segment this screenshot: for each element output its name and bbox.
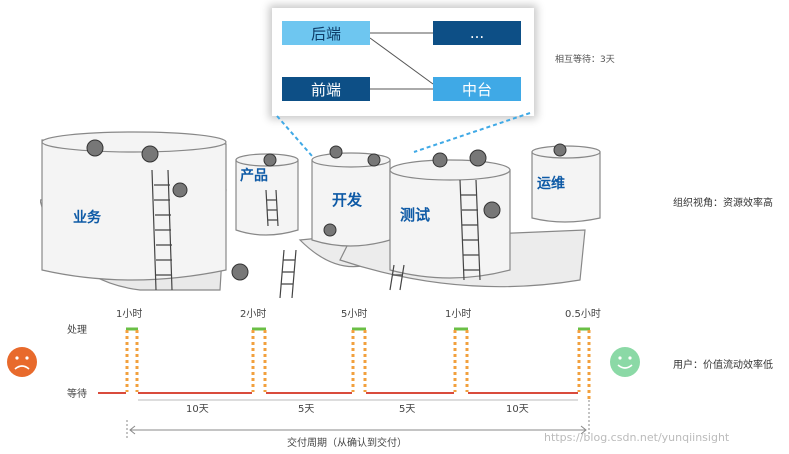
- wait-duration: 5天: [298, 404, 314, 415]
- other-team-node: ...: [433, 21, 521, 45]
- wait-state-label: 等待: [67, 387, 87, 400]
- silo-product-label: 产品: [240, 167, 268, 184]
- value-stream-timeline: 处理 等待 1小时 2小时 5小时 1小时 0.5小时 10天 5天 5天 10…: [7, 308, 730, 449]
- delivery-cycle-label: 交付周期（从确认到交付）: [287, 436, 407, 449]
- middle-platform-node: 中台: [433, 77, 521, 101]
- process-duration: 1小时: [445, 308, 471, 320]
- happy-face-icon: [610, 347, 640, 377]
- process-duration: 2小时: [240, 308, 266, 320]
- sad-face-icon: [7, 347, 37, 377]
- silo-business-label: 业务: [73, 209, 102, 226]
- silo-illustration: 业务 产品 开发 测试 运维: [40, 131, 601, 298]
- process-duration: 1小时: [116, 308, 142, 320]
- process-duration: 5小时: [341, 308, 367, 320]
- org-view-note: 组织视角：资源效率高: [673, 198, 773, 209]
- dependency-lines: [369, 32, 434, 90]
- mutual-wait-note: 相互等待：3天: [555, 55, 615, 65]
- silo-ops-label: 运维: [537, 175, 565, 192]
- watermark: https://blog.csdn.net/yunqiinsight: [544, 431, 730, 444]
- process-duration: 0.5小时: [565, 308, 601, 320]
- wait-duration: 10天: [506, 404, 529, 415]
- silo-test-label: 测试: [400, 206, 430, 224]
- silo-dev-label: 开发: [332, 191, 363, 209]
- team-dependency-callout: 后端 ... 前端 中台: [272, 8, 534, 116]
- process-state-label: 处理: [67, 324, 87, 336]
- frontend-node: 前端: [282, 77, 370, 101]
- backend-node: 后端: [282, 21, 370, 45]
- wait-duration: 5天: [399, 404, 415, 415]
- wait-duration: 10天: [186, 404, 209, 415]
- callout-pointer-lines: [276, 112, 531, 157]
- user-view-note: 用户：价值流动效率低: [673, 360, 773, 371]
